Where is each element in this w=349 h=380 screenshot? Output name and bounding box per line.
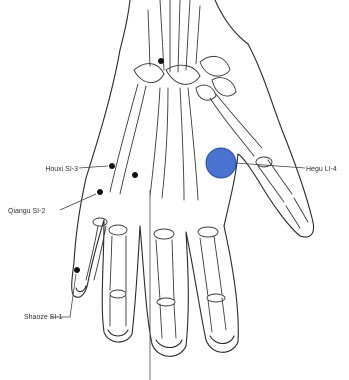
leader-lines xyxy=(50,163,305,317)
marker-wrist xyxy=(158,58,164,64)
marker-metacarpal xyxy=(132,172,138,178)
label-houxi: Houxi SI-3 xyxy=(45,166,78,173)
label-hegu: Hegu LI-4 xyxy=(306,166,337,173)
bones-and-tendons xyxy=(86,0,308,338)
hand-outline xyxy=(72,0,314,356)
label-shaoze: Shaoze SI-1 xyxy=(24,314,63,321)
marker-hegu xyxy=(206,148,236,178)
marker-houxi xyxy=(109,163,115,169)
marker-qiangu xyxy=(97,189,103,195)
label-qiangu: Qiangu SI-2 xyxy=(8,208,45,215)
marker-shaoze xyxy=(74,267,80,273)
